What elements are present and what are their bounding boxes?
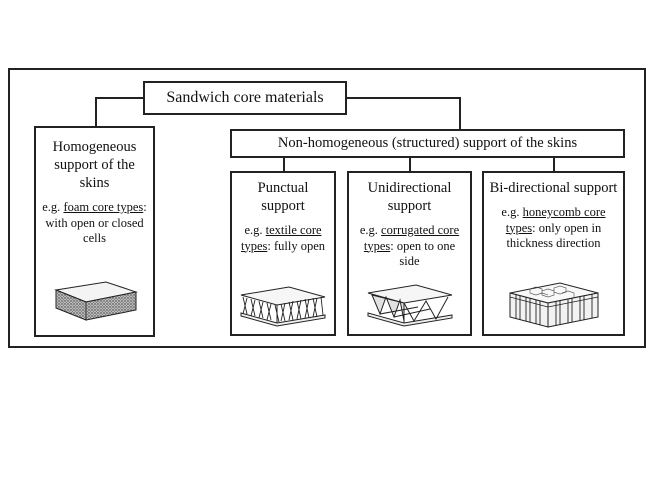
unidirectional-title: Unidirectional support (367, 180, 452, 214)
connector-root-right-v (459, 97, 461, 129)
textile-core-illustration (240, 286, 326, 327)
connector-nonhomo-unidirectional (409, 158, 411, 171)
connector-root-right-h (347, 97, 461, 99)
unidirectional-support-box: Unidirectional support e.g. corrugated c… (347, 171, 472, 336)
non-homogeneous-box: Non-homogeneous (structured) support of … (230, 129, 625, 158)
connector-nonhomo-bidirectional (553, 158, 555, 171)
non-homogeneous-label: Non-homogeneous (structured) support of … (277, 135, 578, 151)
punctual-desc-prefix: e.g. (244, 223, 266, 237)
root-label: Sandwich core materials (166, 89, 324, 106)
homogeneous-desc-underlined: foam core types (63, 200, 144, 214)
bi-directional-desc-suffix: : only open in thickness direction (506, 220, 602, 251)
unidirectional-desc-prefix: e.g. (359, 223, 382, 237)
unidirectional-desc-suffix: : open to one side (390, 238, 456, 269)
bi-directional-desc-underlined: honeycomb core types (505, 205, 606, 235)
homogeneous-desc-suffix: : with open or closed cells (45, 200, 147, 245)
homogeneous-desc-prefix: e.g. (42, 200, 64, 214)
connector-root-left-h (95, 97, 143, 99)
bi-directional-support-box: Bi-directional support e.g. honeycomb co… (482, 171, 625, 336)
connector-root-left-v (95, 97, 97, 126)
bi-directional-desc: e.g. honeycomb core types: only open in … (484, 205, 623, 252)
homogeneous-desc: e.g. foam core types: with open or close… (36, 200, 153, 247)
honeycomb-core-illustration (509, 282, 598, 328)
homogeneous-box: Homogeneous support of the skins e.g. fo… (34, 126, 155, 337)
punctual-title: Punctual support (257, 180, 309, 214)
punctual-support-box: Punctual support e.g. textile core types… (230, 171, 336, 336)
unidirectional-desc: e.g. corrugated core types: open to one … (349, 223, 470, 270)
bi-directional-desc-prefix: e.g. (501, 205, 523, 219)
punctual-desc-underlined: textile core types (240, 223, 322, 253)
unidirectional-desc-underlined: corrugated core types (363, 223, 460, 253)
corrugated-core-illustration (367, 284, 452, 327)
root-box: Sandwich core materials (143, 81, 347, 115)
bi-directional-title: Bi-directional support (489, 180, 618, 196)
connector-nonhomo-punctual (283, 158, 285, 171)
punctual-desc: e.g. textile core types: fully open (232, 223, 334, 254)
diagram-frame (8, 68, 646, 348)
punctual-desc-suffix: : fully open (267, 238, 326, 253)
foam-core-illustration (53, 281, 138, 321)
homogeneous-title: Homogeneous support of the skins (52, 139, 137, 191)
